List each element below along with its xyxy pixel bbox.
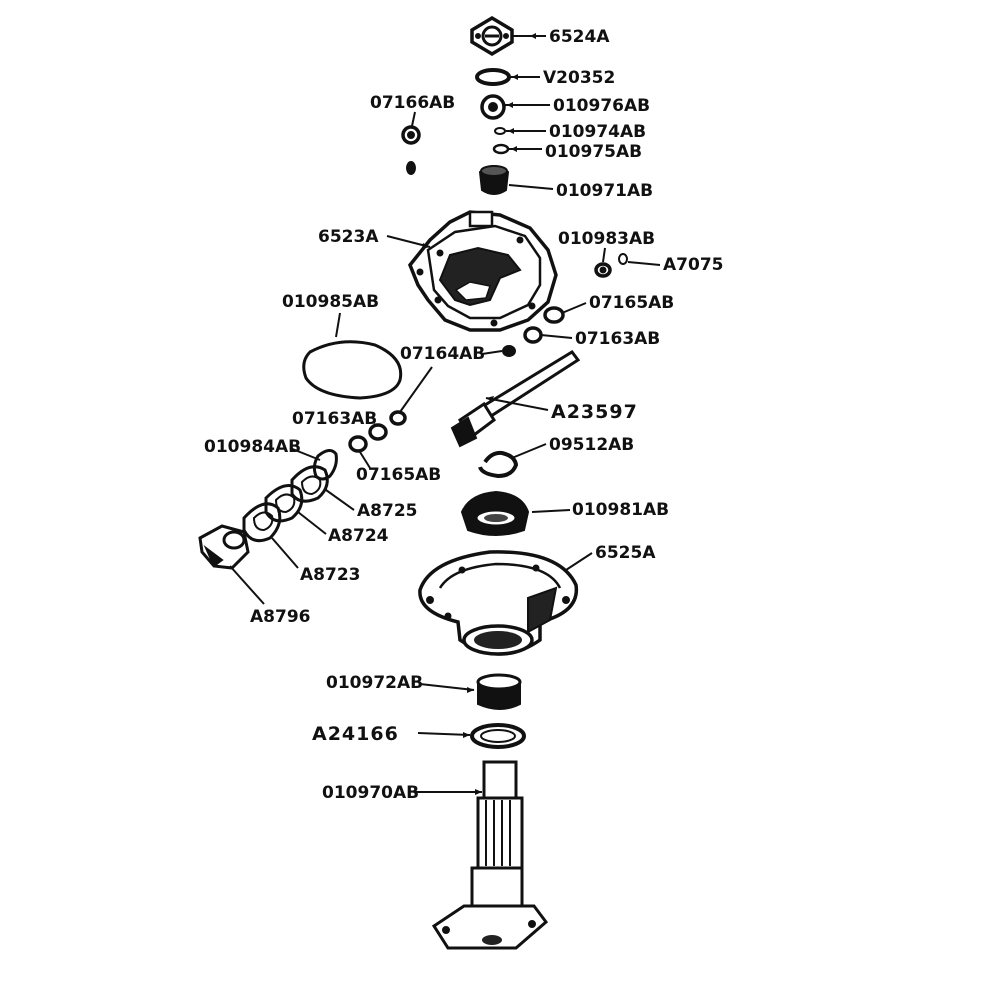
- label-010971ab: 010971AB: [556, 181, 653, 201]
- label-07163ab-top: 07163AB: [575, 329, 660, 349]
- part-07163ab-top-washer: [523, 326, 543, 344]
- leader-arrowheads: [422, 33, 536, 795]
- part-09512ab-snap-ring: [478, 450, 519, 479]
- part-07165ab-top-washer: [543, 306, 565, 324]
- part-v20352-o-ring: [475, 68, 511, 86]
- label-010974ab: 010974AB: [549, 122, 646, 142]
- label-6524a: 6524A: [549, 27, 610, 47]
- part-010981ab-bevel-gear: [460, 490, 530, 536]
- label-a7075: A7075: [663, 255, 723, 275]
- label-010983ab: 010983AB: [558, 229, 655, 249]
- part-a8725-shim: [290, 465, 329, 503]
- part-010970ab-output-shaft: [431, 760, 549, 950]
- label-010975ab: 010975AB: [545, 142, 642, 162]
- part-a8723-shim: [242, 502, 282, 543]
- part-010983ab-nut: [594, 262, 612, 278]
- part-010976ab-washer: [480, 94, 506, 120]
- part-010971ab-bearing: [478, 165, 510, 195]
- part-07163ab-mid-washer: [389, 410, 407, 426]
- label-010976ab: 010976AB: [553, 96, 650, 116]
- part-a24166-race: [470, 723, 526, 749]
- label-010984ab: 010984AB: [204, 437, 301, 457]
- label-010972ab: 010972AB: [326, 673, 423, 693]
- label-v20352: V20352: [543, 68, 615, 88]
- label-010985ab: 010985AB: [282, 292, 379, 312]
- label-a8724: A8724: [328, 526, 389, 546]
- part-6525a-lower-housing: [418, 550, 579, 656]
- label-6523a: 6523A: [318, 227, 379, 247]
- label-010981ab: 010981AB: [572, 500, 669, 520]
- part-labels: 6524A V20352 07166AB 010976AB 010974AB 0…: [204, 27, 723, 803]
- label-a8723: A8723: [300, 565, 360, 585]
- part-07165ab-mid-washer: [348, 435, 368, 453]
- part-010985ab-gasket: [302, 340, 403, 400]
- part-a7075: [618, 253, 628, 265]
- part-a23597-pinion-shaft: [450, 350, 581, 448]
- label-6525a: 6525A: [595, 543, 656, 563]
- part-07164ab-nut: [502, 345, 516, 357]
- part-6523a-upper-housing: [407, 210, 558, 332]
- label-a24166: A24166: [312, 723, 399, 745]
- part-a8796-retainer: [198, 524, 250, 570]
- label-07166ab: 07166AB: [370, 93, 455, 113]
- label-07163ab-mid: 07163AB: [292, 409, 377, 429]
- label-a8796: A8796: [250, 607, 310, 627]
- part-010975ab: [492, 143, 510, 155]
- part-010984ab-gasket: [312, 449, 338, 481]
- part-07166ab-fitting: [401, 125, 421, 175]
- label-07165ab-top: 07165AB: [589, 293, 674, 313]
- label-07165ab-mid: 07165AB: [356, 465, 441, 485]
- part-010974ab: [494, 127, 506, 135]
- label-07164ab: 07164AB: [400, 344, 485, 364]
- label-a23597: A23597: [551, 401, 638, 423]
- label-010970ab: 010970AB: [322, 783, 419, 803]
- label-09512ab: 09512AB: [549, 435, 634, 455]
- part-6524a-cover-plate: [470, 15, 514, 57]
- label-a8725: A8725: [357, 501, 417, 521]
- part-010972ab-bearing: [476, 673, 522, 710]
